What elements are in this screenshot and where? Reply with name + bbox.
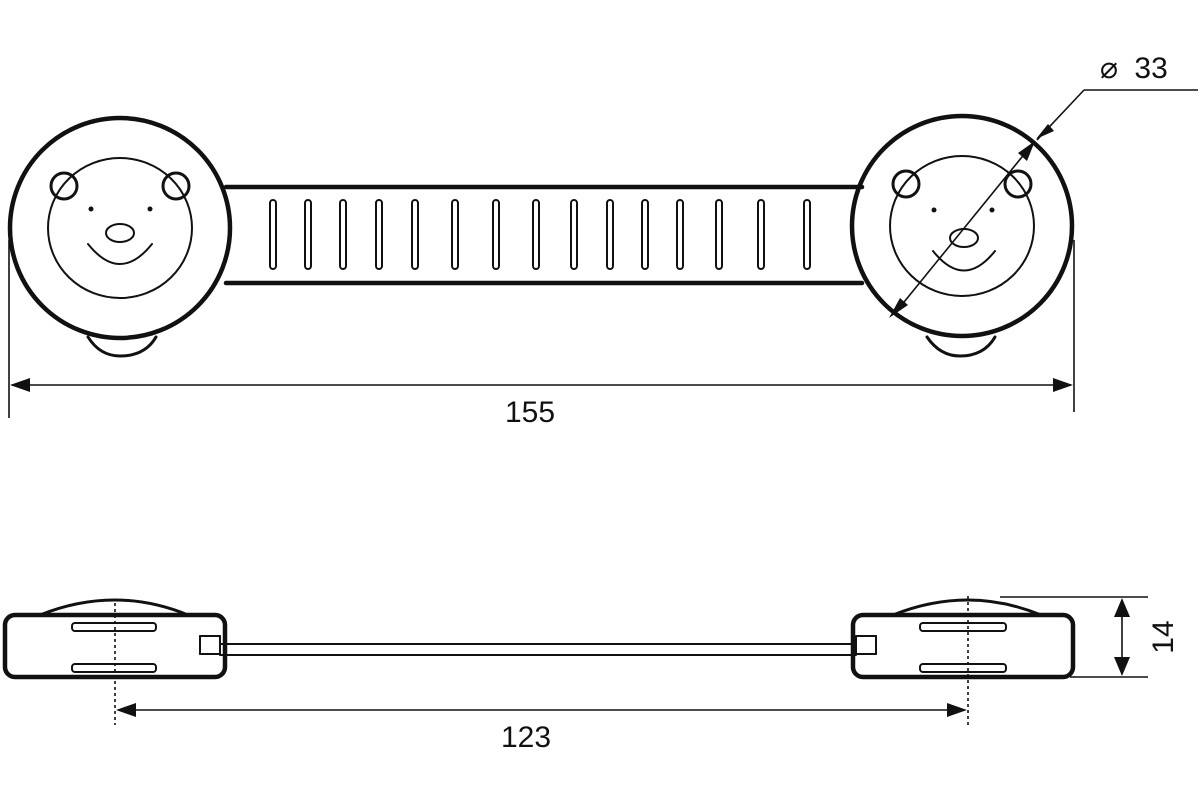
spacing-label: 123 [501,721,551,754]
side-strap [199,635,877,656]
diameter-value: 33 [1134,52,1167,85]
diameter-label: ⌀ 33 [1100,52,1168,85]
side-view: 123 14 [2,596,1180,754]
right-bear-face-icon [889,155,1035,297]
strap [223,184,865,286]
top-view: ⌀ 33 155 [7,52,1198,429]
height-dimension: 14 [1000,596,1180,678]
length-label: 155 [505,396,555,429]
left-knob [7,115,233,358]
left-bear-face-icon [47,157,193,299]
right-base [850,598,1076,680]
diameter-symbol: ⌀ [1100,52,1118,85]
spacing-dimension: 123 [116,703,967,754]
diameter-dimension: ⌀ 33 [889,52,1198,318]
right-knob [849,113,1075,358]
length-dimension: 155 [8,240,1075,429]
height-label: 14 [1147,620,1180,653]
strap-ribs [269,199,811,270]
